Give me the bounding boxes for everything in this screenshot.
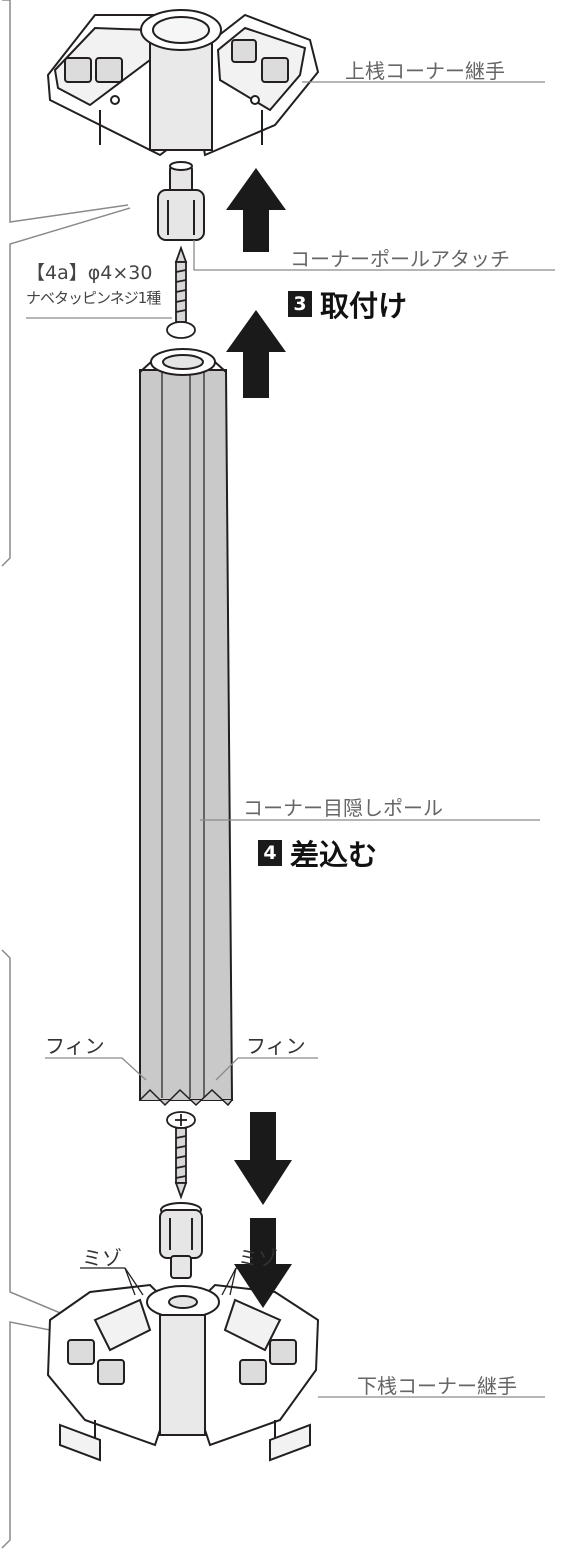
- step-3-text: 取付け: [320, 289, 408, 323]
- screw-spec-type: ナベタッピンネジ1種: [26, 289, 161, 307]
- upper-corner-joint: [46, 9, 320, 157]
- screw-top: [166, 245, 196, 339]
- arrow-down-bottom-icon: [234, 1218, 292, 1308]
- corner-pole-attach-bottom: [159, 1202, 203, 1279]
- callout-bracket-top: [1, 0, 131, 567]
- arrow-up-top-icon: [226, 168, 286, 252]
- step-3-number: 3: [288, 291, 312, 317]
- screw-spec: 【4a】φ4×30 ナベタッピンネジ1種: [26, 258, 161, 308]
- leader-lines: [26, 81, 555, 1398]
- arrow-up-middle-icon: [226, 310, 286, 398]
- step-3-heading: 3 取付け: [288, 283, 407, 325]
- screw-spec-size: 【4a】φ4×30: [26, 262, 153, 284]
- groove-indicators: [80, 1267, 283, 1296]
- corner-pole-attach-label: コーナーポールアタッチ: [290, 247, 510, 271]
- arrow-down-lower-icon: [234, 1112, 292, 1205]
- corner-blind-pole-label: コーナー目隠しポール: [243, 796, 443, 820]
- corner-pole-attach-top: [157, 161, 205, 241]
- step-4-number: 4: [258, 840, 282, 866]
- fin-left-label: フィン: [45, 1034, 105, 1058]
- upper-corner-joint-label: 上桟コーナー継手: [345, 59, 505, 83]
- groove-left-label: ミゾ: [82, 1246, 122, 1270]
- corner-blind-pole: [139, 348, 234, 1107]
- lower-corner-joint-label: 下桟コーナー継手: [357, 1374, 517, 1398]
- fin-right-label: フィン: [246, 1034, 306, 1058]
- groove-right-label: ミゾ: [238, 1246, 278, 1270]
- lower-corner-joint: [46, 1283, 320, 1462]
- screw-bottom: [166, 1111, 196, 1200]
- step-4-text: 差込む: [290, 838, 378, 872]
- step-4-heading: 4 差込む: [258, 832, 377, 874]
